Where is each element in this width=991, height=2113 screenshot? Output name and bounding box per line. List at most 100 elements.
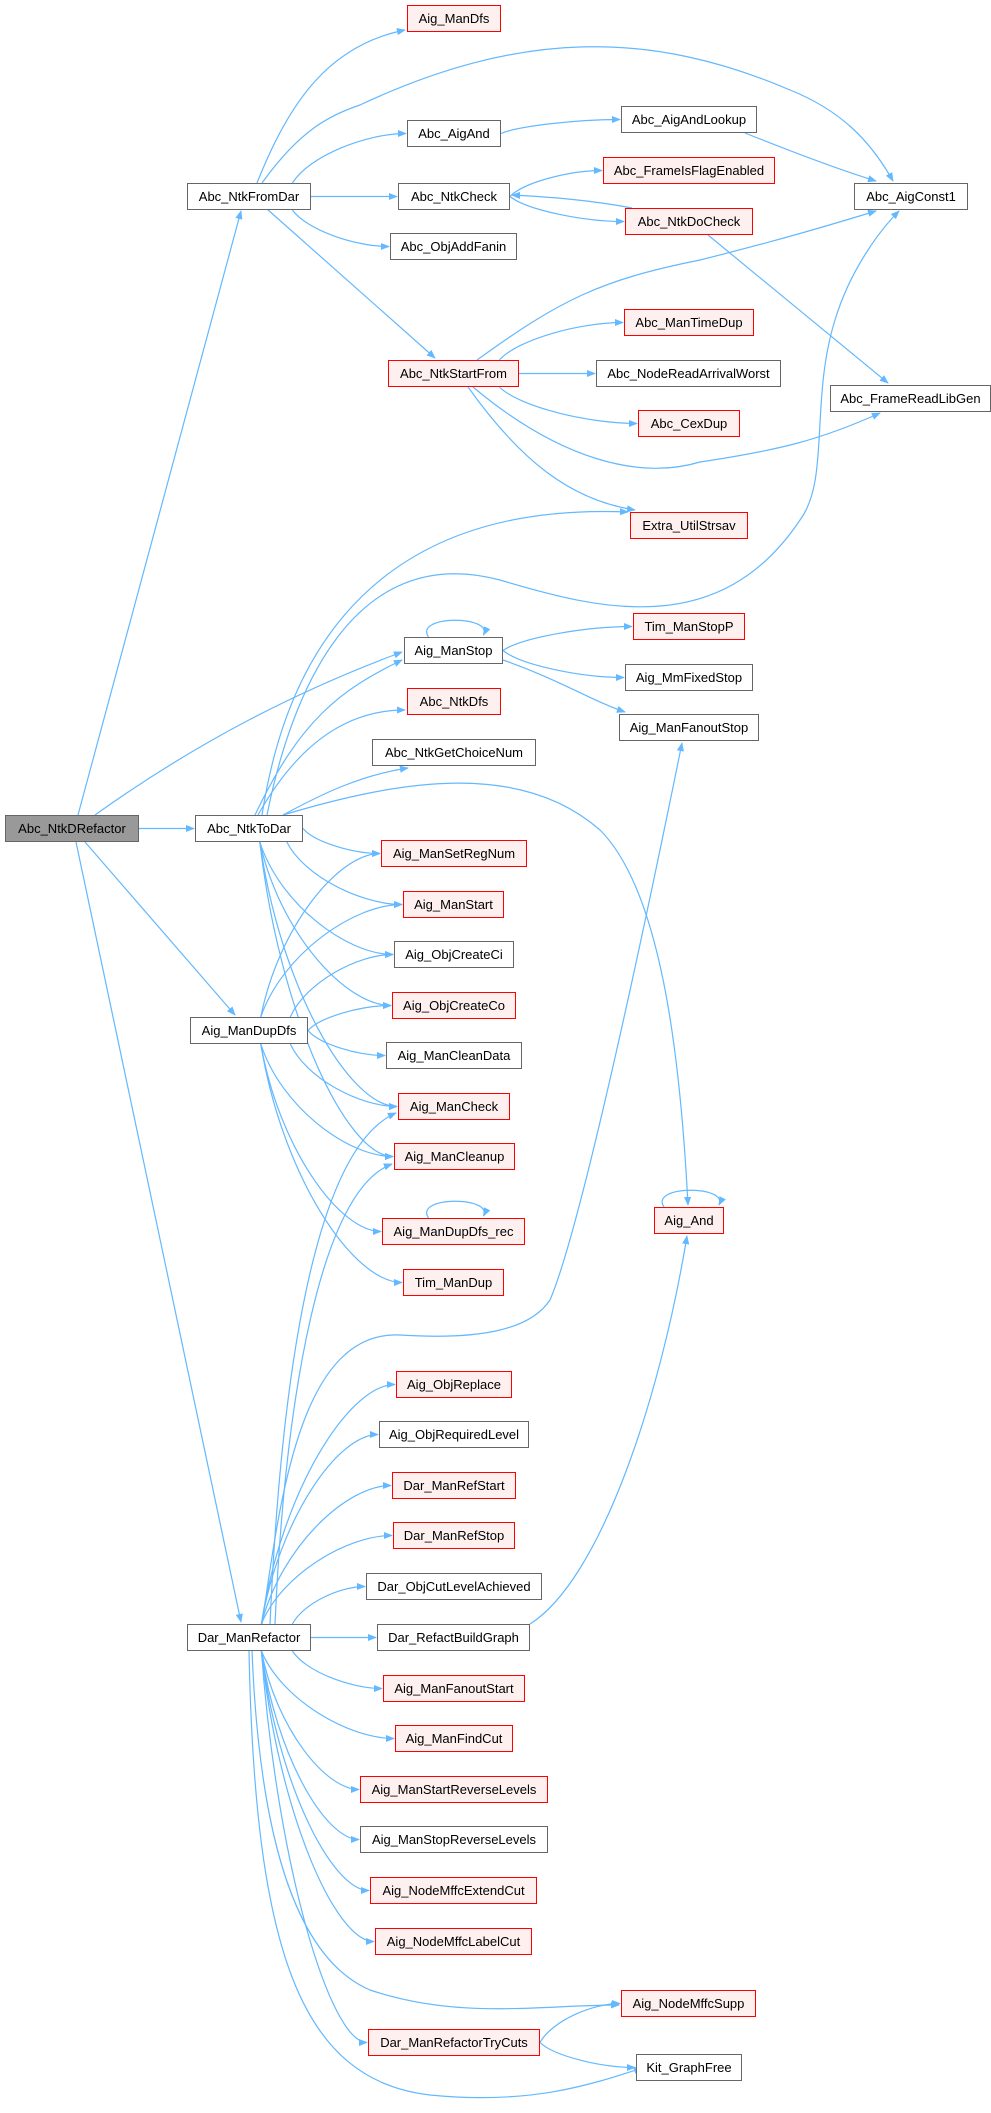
edge-Abc_NtkCheck-to-Abc_NtkDoCheck (509, 196, 625, 226)
edge-Abc_NtkStartFrom-to-Abc_ManTimeDup (498, 318, 624, 361)
node-dar-manrefstart[interactable]: Dar_ManRefStart (392, 1472, 516, 1499)
edge-Dar_RefactBuildGraph-to-Aig_And (529, 1235, 690, 1625)
edge-Abc_NtkStartFrom-to-Abc_CexDup (498, 386, 638, 428)
edge-Dar_ManRefactor-to-Aig_ManStopReverseLevels (260, 1650, 360, 1844)
node-aig-nodemffcextendcut[interactable]: Aig_NodeMffcExtendCut (370, 1877, 537, 1904)
node-aig-mancleandata[interactable]: Aig_ManCleanData (386, 1042, 522, 1069)
node-abc-mantimedup[interactable]: Abc_ManTimeDup (624, 309, 754, 336)
edge-Abc_NtkDoCheck-to-Abc_FrameReadLibGen (707, 234, 889, 384)
node-abc-ntkstartfrom[interactable]: Abc_NtkStartFrom (388, 360, 519, 387)
edge-Abc_NtkToDar-to-Aig_And (282, 782, 692, 1206)
edge-Abc_NtkToDar-to-Abc_NtkDfs (257, 706, 406, 816)
node-aig-mandupdfs[interactable]: Aig_ManDupDfs (190, 1017, 308, 1044)
edge-Abc_NtkToDar-to-Aig_ManCheck (259, 841, 398, 1111)
edge-Dar_ManRefactor-to-Aig_ManCleanup (274, 1163, 393, 1625)
edge-Abc_NtkFromDar-to-Aig_ManDfs (256, 28, 406, 184)
node-aig-manstartreverselevels[interactable]: Aig_ManStartReverseLevels (360, 1776, 548, 1803)
node-abc-frameisflagenabled[interactable]: Abc_FrameIsFlagEnabled (603, 157, 775, 184)
edge-Aig_ManDupDfs-to-Aig_ManSetRegNum (260, 849, 381, 1018)
edge-Aig_ManDupDfs-to-Aig_ManDupDfs_rec (260, 1043, 382, 1236)
node-kit-graphfree[interactable]: Kit_GraphFree (636, 2054, 742, 2081)
node-aig-mancheck[interactable]: Aig_ManCheck (398, 1093, 510, 1120)
node-dar-refactbuildgraph[interactable]: Dar_RefactBuildGraph (377, 1624, 530, 1651)
node-aig-objreplace[interactable]: Aig_ObjReplace (396, 1371, 512, 1398)
node-dar-manrefactortrycuts[interactable]: Dar_ManRefactorTryCuts (368, 2029, 540, 2056)
node-abc-ntkfromdar[interactable]: Abc_NtkFromDar (187, 183, 311, 210)
edge-Abc_NtkStartFrom-to-Extra_UtilStrsav (467, 386, 636, 513)
edge-Abc_NtkFromDar-to-Abc_AigConst1 (261, 46, 894, 184)
edge-Dar_ManRefactor-to-Aig_ObjRequiredLevel (260, 1430, 379, 1625)
edge-Dar_ManRefactor-to-Aig_ObjReplace (260, 1380, 396, 1625)
edge-Abc_NtkToDar-to-Aig_ManStart (286, 841, 403, 909)
node-abc-ntkdocheck[interactable]: Abc_NtkDoCheck (625, 208, 753, 235)
edge-Aig_ManStop-to-Tim_ManStopP (502, 622, 633, 651)
edge-Dar_ManRefactor-to-Aig_NodeMffcExtendCut (260, 1650, 370, 1895)
edge-Dar_ManRefactor-to-Dar_ManRefStop (260, 1531, 393, 1625)
node-aig-manfanoutstop[interactable]: Aig_ManFanoutStop (619, 714, 759, 741)
edge-Abc_NtkStartFrom-to-Abc_AigConst1 (476, 209, 877, 361)
node-aig-and[interactable]: Aig_And (654, 1207, 724, 1234)
edge-Abc_AigAndLookup-to-Abc_AigConst1 (744, 132, 877, 183)
edge-Abc_NtkFromDar-to-Abc_NtkStartFrom (266, 208, 436, 359)
node-aig-nodemffcsupp[interactable]: Aig_NodeMffcSupp (621, 1990, 756, 2017)
node-abc-ntkdrefactor[interactable]: Abc_NtkDRefactor (5, 815, 139, 842)
node-aig-manfindcut[interactable]: Aig_ManFindCut (395, 1725, 513, 1752)
node-aig-nodemffclabelcut[interactable]: Aig_NodeMffcLabelCut (375, 1928, 532, 1955)
node-aig-mmfixedstop[interactable]: Aig_MmFixedStop (625, 664, 753, 691)
node-tim-mandup[interactable]: Tim_ManDup (403, 1269, 504, 1296)
edge-Abc_NtkCheck-to-Abc_FrameIsFlagEnabled (509, 166, 603, 197)
edge-Abc_AigAnd-to-Abc_AigAndLookup (500, 115, 621, 135)
edge-Abc_NtkToDar-to-Abc_NtkGetChoiceNum (282, 765, 409, 816)
edge-Aig_ManStop-to-Aig_ManStop (426, 619, 491, 638)
node-aig-manfanoutstart[interactable]: Aig_ManFanoutStart (383, 1675, 525, 1702)
edge-Abc_NtkFromDar-to-Abc_ObjAddFanin (291, 209, 390, 251)
edge-Dar_ManRefactorTryCuts-to-Aig_NodeMffcSupp (539, 1999, 621, 2043)
edge-Dar_ManRefactor-to-Aig_ManCheck (269, 1112, 397, 1625)
edge-Dar_ManRefactor-to-Dar_ManRefactorTryCuts (260, 1650, 368, 2047)
node-aig-mansetregnum[interactable]: Aig_ManSetRegNum (381, 840, 527, 867)
edge-Abc_NtkToDar-to-Aig_ObjCreateCi (259, 841, 394, 959)
node-abc-aigandlookup[interactable]: Abc_AigAndLookup (621, 106, 757, 133)
node-extra-utilstrsav[interactable]: Extra_UtilStrsav (630, 512, 748, 539)
node-abc-nodereadarrivalworst[interactable]: Abc_NodeReadArrivalWorst (596, 360, 781, 387)
node-aig-mancleanup[interactable]: Aig_ManCleanup (394, 1143, 515, 1170)
node-dar-objcutlevelachieved[interactable]: Dar_ObjCutLevelAchieved (366, 1573, 542, 1600)
edge-Abc_NtkDRefactor-to-Dar_ManRefactor (75, 841, 243, 1623)
edge-Dar_ManRefactor-to-Aig_NodeMffcLabelCut (260, 1650, 375, 1946)
edge-Aig_ManStop-to-Aig_ManFanoutStop (502, 659, 626, 713)
node-aig-objrequiredlevel[interactable]: Aig_ObjRequiredLevel (379, 1421, 529, 1448)
edge-Aig_ManDupDfs-to-Tim_ManDup (260, 1043, 403, 1287)
node-tim-manstopp[interactable]: Tim_ManStopP (633, 613, 745, 640)
edge-Aig_ManDupDfs-to-Aig_ManStart (260, 900, 403, 1018)
node-aig-manstopreverselevels[interactable]: Aig_ManStopReverseLevels (360, 1826, 548, 1853)
edge-Dar_ManRefactorTryCuts-to-Kit_GraphFree (539, 2042, 636, 2072)
node-aig-manstart[interactable]: Aig_ManStart (403, 891, 504, 918)
edge-Dar_ManRefactor-to-Aig_ManStartReverseLevels (260, 1650, 360, 1794)
node-abc-ntkcheck[interactable]: Abc_NtkCheck (398, 183, 510, 210)
node-abc-objaddfanin[interactable]: Abc_ObjAddFanin (390, 233, 517, 260)
node-dar-manrefstop[interactable]: Dar_ManRefStop (393, 1522, 515, 1549)
edge-Abc_NtkToDar-to-Extra_UtilStrsav (261, 508, 629, 816)
node-aig-manstop[interactable]: Aig_ManStop (404, 637, 503, 664)
edge-Dar_ManRefactor-to-Aig_ManFanoutStop (261, 742, 684, 1625)
node-aig-objcreateci[interactable]: Aig_ObjCreateCi (394, 941, 514, 968)
node-abc-ntktodar[interactable]: Abc_NtkToDar (195, 815, 303, 842)
edge-Abc_NtkToDar-to-Aig_ManStop (254, 659, 403, 816)
node-abc-ntkgetchoicenum[interactable]: Abc_NtkGetChoiceNum (372, 739, 536, 766)
edge-Abc_NtkToDar-to-Aig_ManSetRegNum (302, 828, 381, 858)
node-aig-mandupdfs-rec[interactable]: Aig_ManDupDfs_rec (382, 1218, 525, 1245)
node-abc-aigconst1[interactable]: Abc_AigConst1 (854, 183, 968, 210)
node-abc-ntkdfs[interactable]: Abc_NtkDfs (407, 688, 501, 715)
node-aig-mandfs[interactable]: Aig_ManDfs (407, 5, 501, 32)
edge-Abc_NtkFromDar-to-Abc_AigAnd (291, 129, 407, 184)
edge-Dar_ManRefactor-to-Dar_ObjCutLevelAchieved (291, 1582, 366, 1625)
node-dar-manrefactor[interactable]: Dar_ManRefactor (187, 1624, 311, 1651)
node-abc-cexdup[interactable]: Abc_CexDup (638, 410, 740, 437)
node-aig-objcreateco[interactable]: Aig_ObjCreateCo (392, 992, 516, 1019)
edge-Abc_NtkToDar-to-Aig_ObjCreateCo (259, 841, 392, 1010)
node-abc-aigand[interactable]: Abc_AigAnd (407, 120, 501, 147)
edge-Dar_ManRefactor-to-Aig_ManFindCut (260, 1650, 395, 1743)
node-abc-framereadlibgen[interactable]: Abc_FrameReadLibGen (830, 385, 991, 412)
edge-Abc_NtkToDar-to-Aig_ManCleanup (259, 841, 394, 1161)
